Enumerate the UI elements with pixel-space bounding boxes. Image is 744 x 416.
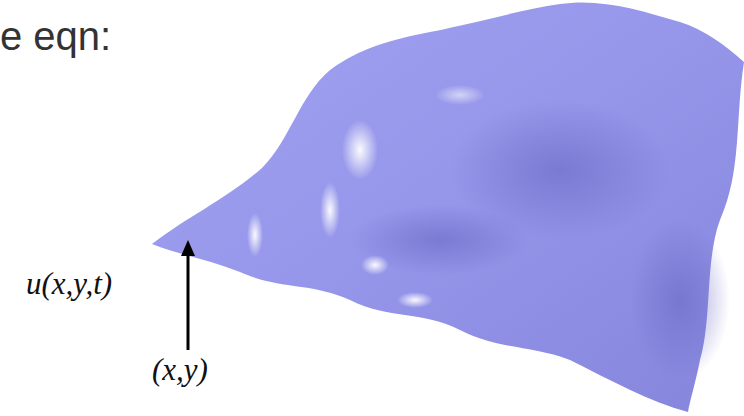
surface-highlight: [320, 182, 340, 238]
membrane-surface: [152, 2, 744, 412]
surface-highlight: [361, 255, 389, 275]
height-label: u(x,y,t): [26, 266, 112, 302]
surface-shade: [630, 220, 730, 380]
surface-highlight: [342, 120, 378, 180]
equation-heading: e eqn:: [0, 14, 111, 59]
surface-highlight: [397, 292, 433, 308]
surface-shade: [350, 205, 530, 275]
surface-highlight: [435, 85, 485, 105]
surface-highlight: [247, 213, 263, 257]
position-label: (x,y): [152, 352, 208, 388]
height-arrow-shaft: [187, 252, 190, 350]
height-arrow-head: [181, 240, 195, 256]
